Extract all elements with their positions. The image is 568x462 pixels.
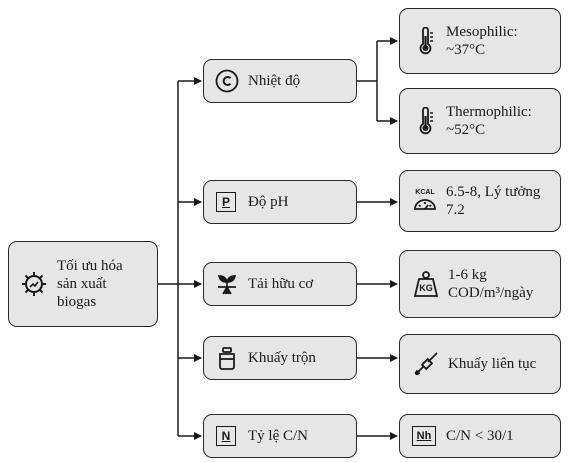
weight-icon: KG — [412, 269, 440, 299]
factor-mixing: Khuấy trộn — [203, 336, 357, 380]
detail-label: 6.5-8, Lý tưởng 7.2 — [446, 184, 541, 218]
detail-mixing: Khuấy liên tục — [399, 334, 561, 394]
parking-icon: P — [216, 192, 236, 212]
detail-cn: Nh C/N < 30/1 — [399, 414, 561, 458]
factor-ph: P Độ pH — [203, 180, 357, 224]
factor-label: Nhiệt độ — [248, 73, 301, 89]
factor-temperature: Nhiệt độ — [203, 59, 357, 103]
detail-organic-load: KG 1-6 kg COD/m³/ngày — [399, 250, 561, 318]
detail-mesophilic: Mesophilic: ~37°C — [399, 8, 561, 74]
thermometer-icon — [416, 27, 436, 55]
jar-icon — [214, 345, 240, 371]
root-label: Tối ưu hóa sản xuất biogas — [57, 258, 123, 310]
gear-chart-icon — [19, 269, 49, 299]
nh-box-icon: Nh — [412, 426, 436, 446]
mixer-icon — [412, 350, 440, 378]
thermometer-icon — [416, 107, 436, 135]
factor-label: Khuấy trộn — [248, 350, 316, 366]
kcal-scale-icon: KCAL — [412, 186, 438, 216]
factor-label: Độ pH — [248, 194, 289, 210]
kcal-text: KCAL — [415, 189, 435, 196]
detail-label: Thermophilic: ~52°C — [446, 104, 532, 138]
detail-label: Khuấy liên tục — [448, 356, 537, 372]
detail-label: Mesophilic: ~37°C — [446, 24, 518, 58]
detail-ph: KCAL 6.5-8, Lý tưởng 7.2 — [399, 170, 561, 232]
sprout-icon — [214, 271, 240, 297]
detail-label: 1-6 kg COD/m³/ngày — [448, 267, 534, 301]
kg-text: KG — [419, 283, 433, 293]
factor-cn-ratio: N Tỷ lệ C/N — [203, 414, 357, 458]
n-box-icon: N — [216, 426, 236, 446]
factor-label: Tỷ lệ C/N — [248, 428, 308, 444]
factor-label: Tải hữu cơ — [248, 276, 314, 292]
celsius-icon — [214, 68, 240, 94]
detail-thermophilic: Thermophilic: ~52°C — [399, 88, 561, 154]
factor-organic-load: Tải hữu cơ — [203, 262, 357, 306]
root-node: Tối ưu hóa sản xuất biogas — [8, 241, 158, 327]
detail-label: C/N < 30/1 — [446, 428, 514, 444]
